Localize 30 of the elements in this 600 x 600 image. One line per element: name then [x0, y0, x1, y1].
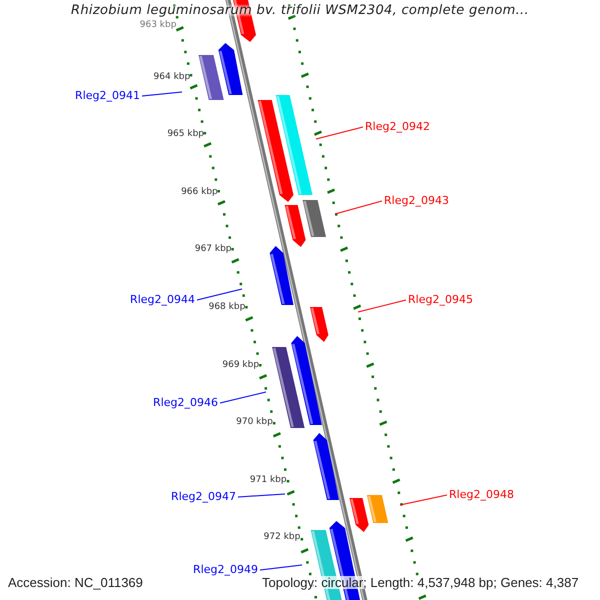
accession-text: Accession: NC_011369: [8, 576, 143, 589]
gene-label: Rleg2_0945: [408, 294, 473, 305]
leader-line: [316, 126, 364, 140]
leader-line: [238, 494, 286, 498]
scale-label: 967 kbp: [194, 245, 232, 254]
gene-label: Rleg2_0942: [365, 121, 430, 132]
gene-label: Rleg2_0943: [384, 195, 449, 206]
scale-label: 964 kbp: [154, 72, 190, 82]
gene-label: Rleg2_0941: [75, 90, 140, 101]
leader-line: [196, 288, 242, 300]
scale-label: 963 kbp: [140, 21, 176, 30]
scale-label: 971 kbp: [250, 476, 287, 485]
scale-label: 969 kbp: [222, 360, 260, 370]
leader-line: [260, 564, 302, 570]
gene-label: Rleg2_0946: [153, 397, 218, 408]
scale-label: 970 kbp: [236, 418, 273, 428]
leader-line: [400, 494, 448, 506]
scale-label: 968 kbp: [208, 303, 246, 312]
scale-label: 966 kbp: [181, 188, 218, 197]
gene-label: Rleg2_0948: [449, 489, 514, 500]
leader-line: [358, 300, 406, 312]
scale-label: 972 kbp: [264, 533, 300, 542]
topology-text: Topology: circular; Length: 4,537,948 bp; Genes: 4,387: [262, 576, 579, 589]
leader-line: [220, 392, 266, 404]
gene-label: Rleg2_0949: [193, 564, 258, 575]
leader-line: [334, 200, 382, 214]
gene-label: Rleg2_0947: [171, 491, 236, 502]
gene-label: Rleg2_0944: [130, 294, 195, 305]
leader-line: [142, 92, 182, 96]
scale-label: 965 kbp: [167, 130, 204, 140]
